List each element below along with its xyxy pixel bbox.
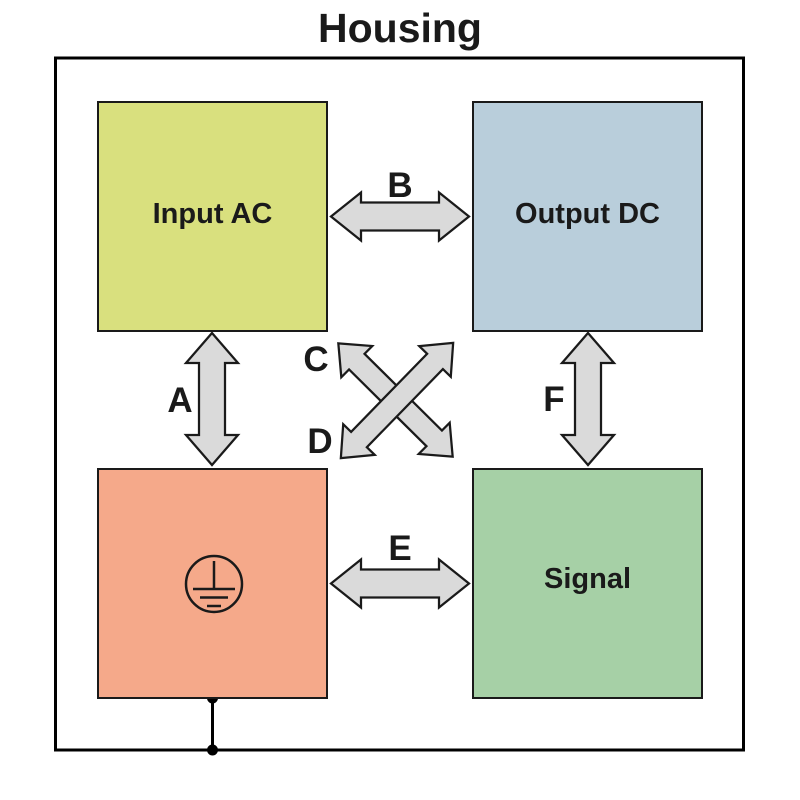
arrow-label-a: A xyxy=(167,381,192,420)
arrow-a xyxy=(183,331,241,467)
arrow-label-d: D xyxy=(307,422,332,461)
diagram-title: Housing xyxy=(318,5,482,51)
block-input-ac xyxy=(97,101,328,332)
earth-junction-dot-bottom xyxy=(207,744,218,756)
block-label-input-ac: Input AC xyxy=(153,198,273,230)
protective-earth-ground-icon xyxy=(184,554,244,614)
arrow-d-diagonal xyxy=(339,341,455,460)
arrow-b xyxy=(329,190,471,243)
block-label-signal: Signal xyxy=(544,563,631,595)
housing-border xyxy=(54,56,745,752)
block-label-output-dc: Output DC xyxy=(515,198,660,230)
arrow-f xyxy=(559,331,617,467)
arrow-label-b: B xyxy=(387,166,412,205)
block-output-dc xyxy=(472,101,703,332)
arrow-label-e: E xyxy=(388,529,411,568)
arrow-label-c: C xyxy=(303,340,328,379)
arrow-e xyxy=(329,557,471,610)
arrow-label-f: F xyxy=(543,380,564,419)
block-ground xyxy=(97,468,328,699)
block-signal xyxy=(472,468,703,699)
